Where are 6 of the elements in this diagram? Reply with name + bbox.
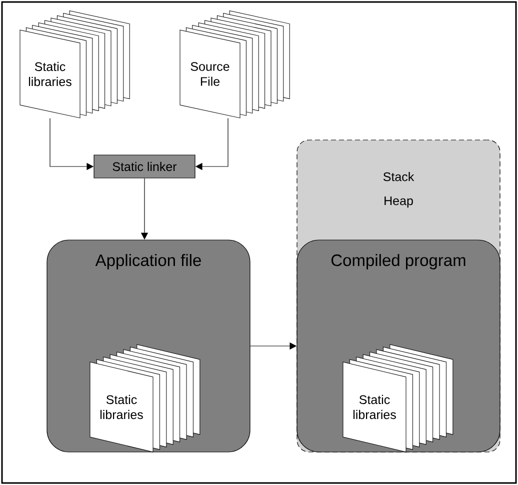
document-stack: Static libraries bbox=[20, 10, 130, 118]
document-stack: Static libraries bbox=[342, 344, 454, 452]
document-stack: Source File bbox=[180, 10, 290, 118]
process-box: Static linker bbox=[94, 154, 196, 178]
document-stack: Static libraries bbox=[90, 344, 200, 452]
node-label: Source File bbox=[190, 62, 230, 86]
